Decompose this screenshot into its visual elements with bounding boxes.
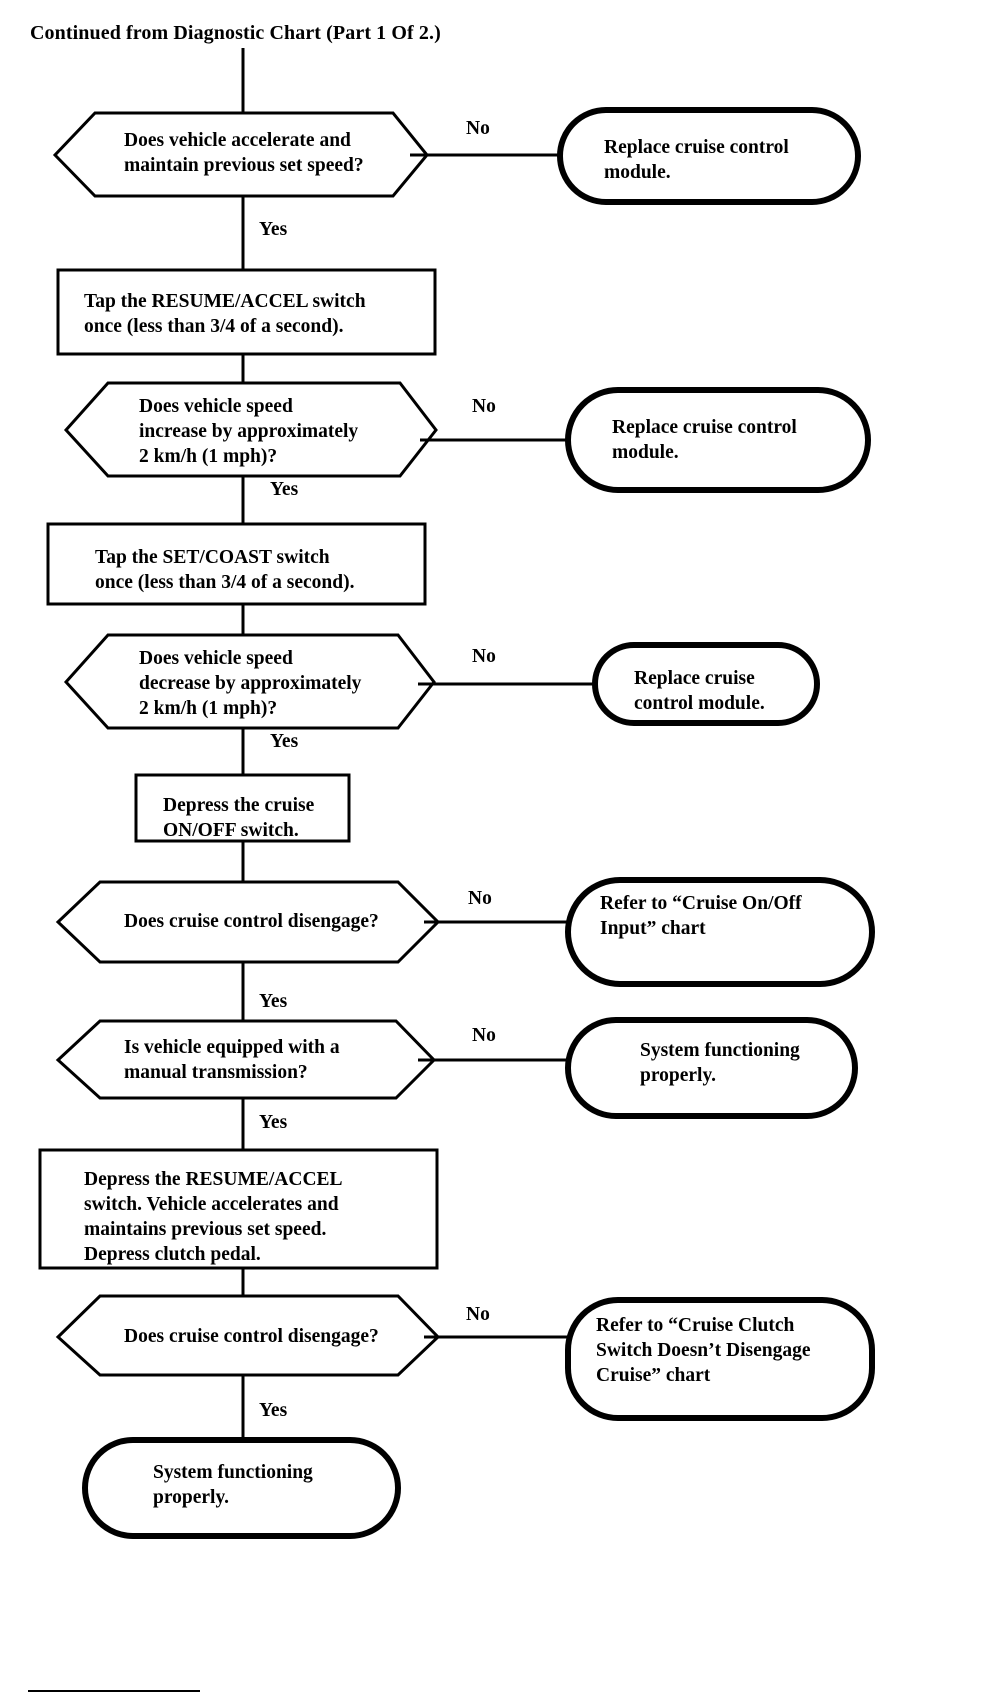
terminator-shape-t2: [565, 387, 871, 493]
terminator-t7-text: System functioning properly.: [153, 1462, 313, 1508]
edge-label-no-1: No: [466, 118, 490, 139]
edge-label-no-4: No: [468, 888, 492, 909]
process-p1-text: Tap the RESUME/ACCEL switch once (less t…: [84, 291, 366, 337]
process-p3-text: Depress the cruise ON/OFF switch.: [163, 795, 315, 841]
terminator-t6-text: Refer to “Cruise Clutch Switch Doesn’t D…: [596, 1315, 811, 1386]
decision-d4-text: Does cruise control disengage?: [124, 911, 379, 932]
decision-shape-d6: [55, 1294, 441, 1377]
terminator-shape-t3: [592, 642, 820, 726]
terminator-t5-text: System functioning properly.: [640, 1040, 800, 1086]
terminator-t2-text: Replace cruise control module.: [612, 417, 797, 463]
decision-shape-d4: [55, 880, 441, 964]
terminator-t3-text: Replace cruise control module.: [634, 668, 765, 714]
decision-d3-text: Does vehicle speed decrease by approxima…: [139, 648, 362, 719]
terminator-shape-t6: [565, 1297, 875, 1421]
page-title: Continued from Diagnostic Chart (Part 1 …: [30, 22, 441, 44]
terminator-shape-t1: [557, 107, 861, 205]
process-p2-text: Tap the SET/COAST switch once (less than…: [95, 547, 355, 593]
terminator-shape-t5: [565, 1017, 858, 1119]
process-shape-p1: [56, 268, 437, 356]
decision-shape-d2: [63, 381, 438, 478]
process-p4-text: Depress the RESUME/ACCEL switch. Vehicle…: [84, 1169, 343, 1265]
process-shape-p3: [134, 773, 351, 843]
decision-shape-d3: [63, 633, 436, 730]
edge-label-yes-3: Yes: [270, 731, 299, 752]
edge-label-no-5: No: [472, 1025, 496, 1046]
decision-d5-text: Is vehicle equipped with a manual transm…: [124, 1037, 340, 1083]
edge-label-no-2: No: [472, 396, 496, 417]
decision-shape-d1: [52, 111, 429, 198]
decision-shape-d5: [55, 1019, 437, 1100]
edge-label-yes-2: Yes: [270, 479, 299, 500]
terminator-t1-text: Replace cruise control module.: [604, 137, 789, 183]
terminator-t4-text: Refer to “Cruise On/Off Input” chart: [600, 893, 802, 939]
process-shape-p2: [46, 522, 427, 606]
connector-lines: [241, 48, 595, 1440]
edge-label-no-3: No: [472, 646, 496, 667]
edge-label-yes-5: Yes: [259, 1112, 288, 1133]
edge-label-yes-1: Yes: [259, 219, 288, 240]
footer-rule: [28, 1690, 200, 1692]
edge-label-yes-6: Yes: [259, 1400, 288, 1421]
decision-d6-text: Does cruise control disengage?: [124, 1326, 379, 1347]
terminator-shape-t7: [82, 1437, 401, 1539]
edge-label-no-6: No: [466, 1304, 490, 1325]
edge-label-yes-4: Yes: [259, 991, 288, 1012]
terminator-shape-t4: [565, 877, 875, 987]
decision-d1-text: Does vehicle accelerate and maintain pre…: [124, 130, 364, 176]
decision-d2-text: Does vehicle speed increase by approxima…: [139, 396, 359, 467]
process-shape-p4: [38, 1148, 439, 1270]
